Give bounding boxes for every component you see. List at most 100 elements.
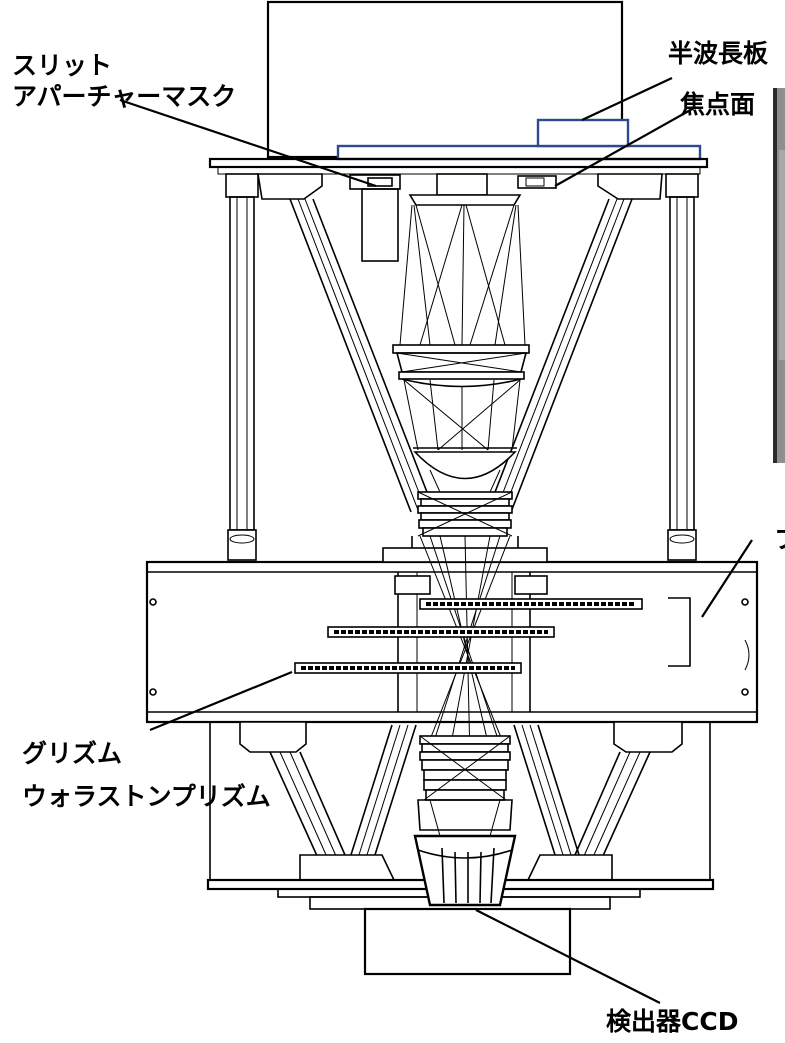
strut-line: [496, 198, 618, 509]
lower-center-right-strut: [513, 724, 581, 859]
beam-ray: [403, 379, 489, 451]
focal-plane-plate: [336, 144, 702, 161]
slit-aperture-mask: [349, 174, 401, 262]
focal-plane-leader: [554, 107, 695, 187]
lower-right-strut: [574, 751, 651, 859]
beam-ray: [437, 379, 521, 451]
strut-line: [279, 751, 328, 858]
beam-ray: [429, 799, 441, 837]
bolt: [149, 688, 157, 696]
slit-label: スリット: [12, 52, 113, 80]
beam-ray: [399, 204, 413, 346]
lens-element: [423, 769, 507, 781]
lens-element: [417, 505, 513, 514]
beam-ray: [464, 535, 471, 761]
focal-plane-label: 焦点面: [680, 91, 756, 119]
lens-element: [423, 779, 507, 791]
strut-line: [583, 751, 631, 857]
lower-center-left-strut: [349, 724, 417, 859]
lens-ring: [398, 371, 525, 380]
lens-cross-line: [419, 735, 507, 801]
right-column-foot-ring: [669, 534, 695, 544]
beam-ray: [419, 535, 511, 761]
strut-line: [269, 751, 319, 859]
left-column-foot-ring: [229, 534, 255, 544]
beam-ray: [447, 535, 491, 761]
beam-ray: [429, 469, 441, 493]
right-strut-block: [597, 173, 663, 200]
strut-line: [289, 751, 337, 857]
beam-ray: [429, 379, 439, 451]
lens-ring: [392, 344, 530, 354]
strut-line: [521, 724, 565, 859]
beam-ray: [489, 469, 501, 493]
lens-cross-line: [423, 735, 511, 801]
strut-line: [297, 198, 419, 511]
left-column: [225, 173, 259, 561]
beam-ray: [469, 204, 515, 346]
crossing-beam: [419, 535, 511, 761]
upper-beam: [399, 204, 526, 493]
strut-line: [503, 198, 625, 511]
camera-final-optics: [413, 834, 517, 907]
right-column-body: [669, 196, 695, 531]
holder-left: [394, 575, 431, 595]
strut-line: [601, 751, 651, 859]
grism-label: グリズム: [22, 740, 123, 768]
strut-line: [537, 724, 581, 859]
aperture-mask-label: アパーチャーマスク: [12, 83, 237, 111]
strut-line: [529, 724, 573, 859]
cropped-label: フ: [774, 526, 785, 554]
lens-element: [425, 789, 505, 801]
strut-line: [357, 724, 401, 859]
grism-bar-2: [327, 626, 555, 638]
strut-line: [592, 751, 641, 858]
center-mount: [436, 173, 488, 196]
strut-line: [312, 198, 433, 506]
lower-left-foot: [299, 854, 396, 881]
lens-element: [417, 491, 513, 500]
lens-element: [418, 519, 512, 529]
lens-cross-line: [401, 352, 527, 373]
bolt: [741, 688, 749, 696]
ccd-leader: [475, 909, 661, 1004]
ccd-detector: [363, 907, 572, 976]
beam-ray: [465, 204, 506, 346]
half-wave-plate-label: 半波長板: [668, 40, 769, 68]
lens-element: [422, 527, 508, 537]
camera-lens-stack: [417, 735, 513, 837]
grism-bar-3: [294, 662, 522, 674]
bolt: [149, 598, 157, 606]
final-lens-surface: [417, 849, 513, 859]
center-mount-base: [408, 194, 522, 206]
detector-ccd-label: 検出器CCD: [606, 1008, 739, 1036]
leader-lines: [119, 77, 753, 1004]
beam-ray: [489, 799, 501, 837]
filter-bracket: [668, 597, 691, 667]
lens-element: [421, 743, 509, 753]
lens-element: [421, 759, 509, 771]
beam-ray: [415, 204, 456, 346]
side-notch: [744, 639, 750, 671]
lens-cross-line: [417, 491, 513, 537]
lens-stack-upper: [411, 491, 519, 548]
lower-left-strut: [269, 751, 346, 859]
photo-dark-edge: [773, 88, 777, 463]
final-lens-line: [441, 847, 445, 904]
left-upper-strut: [289, 198, 433, 513]
strut-line: [304, 198, 426, 509]
beam-ray: [517, 204, 526, 346]
lower-right-block: [613, 721, 683, 753]
half-wave-plate: [536, 118, 630, 148]
final-lens-line: [490, 847, 495, 904]
beam-ray: [403, 379, 419, 451]
photo-highlight: [779, 150, 785, 360]
right-column: [665, 173, 699, 561]
lower-left-block: [239, 721, 307, 753]
strut-line: [349, 724, 393, 859]
wollaston-prism-label: ウォラストンプリズム: [22, 783, 271, 811]
slit-mask-nub: [367, 177, 393, 187]
beam-ray: [487, 379, 495, 451]
lens-element: [413, 451, 517, 480]
lower-right-foot: [526, 854, 613, 881]
